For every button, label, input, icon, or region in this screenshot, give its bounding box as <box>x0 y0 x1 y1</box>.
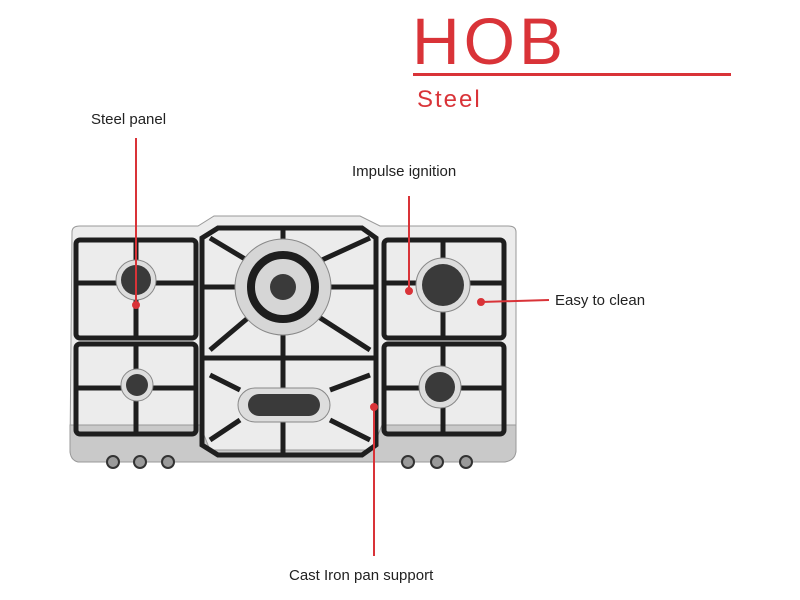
control-knobs <box>106 455 473 469</box>
callout-steel-panel: Steel panel <box>91 111 167 128</box>
callout-impulse-ignition: Impulse ignition <box>352 163 457 180</box>
knob <box>430 455 444 469</box>
knob <box>133 455 147 469</box>
burners <box>115 238 471 423</box>
product-subtitle: Steel <box>417 86 482 113</box>
callout-easy-to-clean: Easy to clean <box>555 292 646 309</box>
product-title: HOB <box>412 4 568 78</box>
knob <box>161 455 175 469</box>
easy-to-clean-leader <box>480 299 550 303</box>
knob <box>401 455 415 469</box>
callout-cast-iron: Cast Iron pan support <box>289 567 434 584</box>
knob <box>459 455 473 469</box>
title-divider <box>413 73 731 76</box>
knob <box>106 455 120 469</box>
